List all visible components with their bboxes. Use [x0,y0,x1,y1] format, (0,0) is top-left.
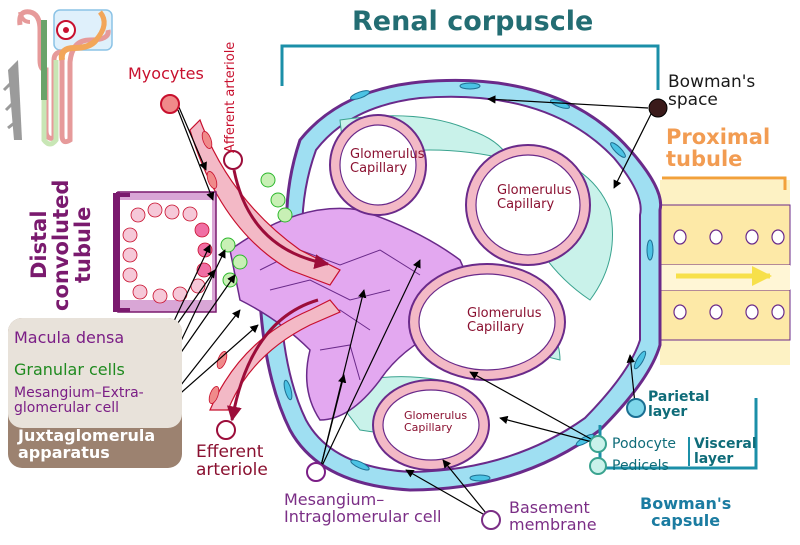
juxtaglomerular-box-inner [8,318,182,428]
afferent-marker [223,150,243,170]
bowmans-space-label: Bowman's space [668,72,756,110]
myocytes-label: Myocytes [128,64,204,83]
basement-membrane-label: Basement membrane [509,498,597,534]
podocyte-label: Podocyte [612,436,677,452]
mesangium-intraglomerular-label: Mesangium– Intraglomerular cell [284,490,442,526]
bowmans-capsule-label: Bowman's capsule [640,494,732,530]
mesangium-extraglomerular-label: Mesangium–Extra- glomerular cell [14,385,144,416]
granular-cells-label: Granular cells [14,360,125,379]
myocytes-marker [160,94,180,114]
proximal-tubule-label: Proximal tubule [666,125,771,172]
glomerulus-capillaries [329,114,591,471]
pedicels-label: Pedicels [612,458,669,474]
distal-tubule-bracket [113,193,130,312]
basement-membrane-marker [481,510,501,530]
diagram-title: Renal corpuscle [352,6,594,37]
juxtaglomerular-label: Juxtaglomerula apparatus [18,426,156,462]
arterioles [189,118,341,422]
proximal-tubule [659,176,791,365]
capillary-label-4: Glomerulus Capillary [404,409,468,434]
pedicels-marker [589,457,607,475]
capillary-label-3: Glomerulus Capillary [467,306,542,335]
parietal-layer-label: Parietal layer [648,389,710,420]
parietal-layer-marker [626,398,646,418]
macula-densa-label: Macula densa [14,328,125,347]
visceral-layer-label: Visceral layer [688,437,757,467]
renal-corpuscle-bracket [280,44,660,90]
bowmans-space-marker [648,98,668,118]
efferent-marker [216,420,236,440]
capillary-label-1: Glomerulus Capillary [350,147,425,176]
mesangium-intra-marker [306,462,326,482]
efferent-arteriole-label: Efferent arteriole [196,442,268,480]
afferent-arteriole-label: Afferent arteriole [223,41,238,153]
distal-tubule-label: Distal convoluted tubule [27,179,96,311]
capillary-label-2: Glomerulus Capillary [497,183,572,212]
nephron-thumbnail [2,9,113,147]
podocyte-marker [589,435,607,453]
